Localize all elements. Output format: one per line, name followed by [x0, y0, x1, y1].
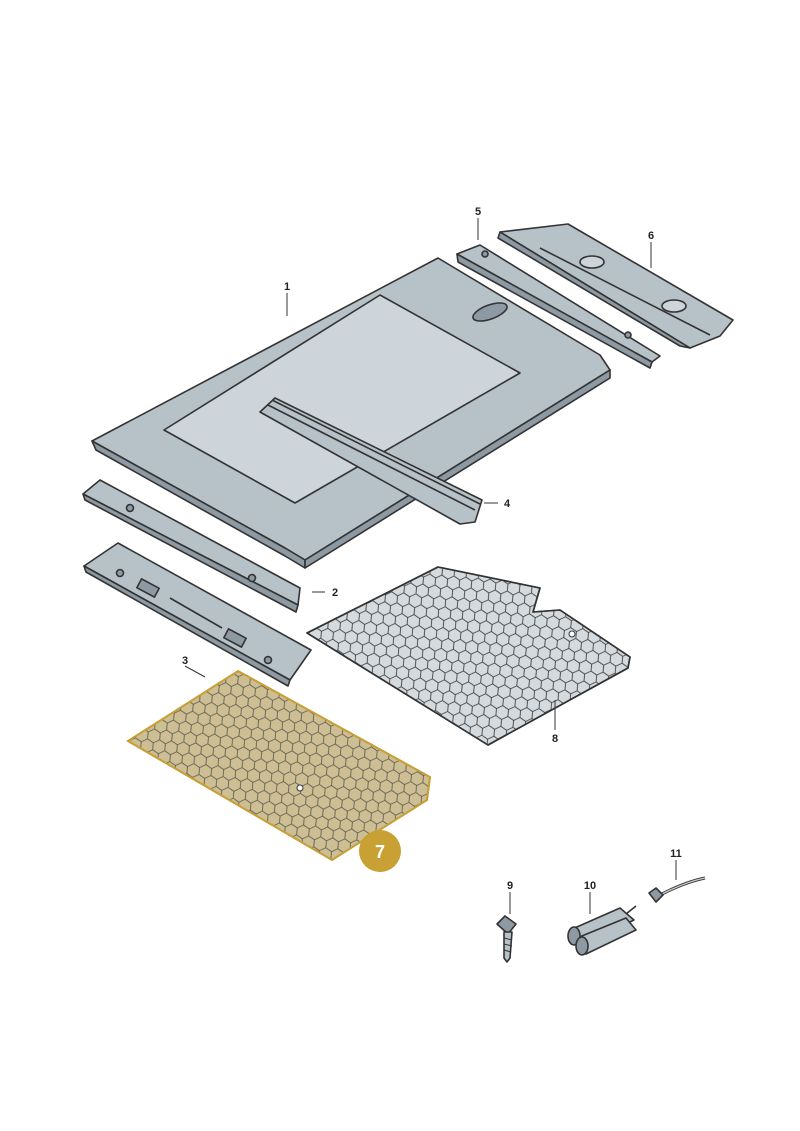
callout-4: 4 [504, 498, 511, 510]
cable [648, 876, 706, 903]
callout-5: 5 [475, 206, 481, 218]
roof-panel [91, 257, 611, 569]
callout-3: 3 [182, 655, 188, 667]
rear-roof-rail [456, 244, 661, 369]
callout-9: 9 [507, 880, 513, 892]
callout-2: 2 [332, 587, 338, 599]
insulation-mat [306, 566, 631, 746]
callout-7: 7 [375, 842, 385, 862]
screw [496, 915, 517, 963]
roof-bow [259, 397, 483, 525]
rear-cross-member [497, 223, 734, 349]
front-cross-member-upper [82, 479, 301, 613]
highlight-callout-7[interactable]: 7 [359, 830, 401, 872]
front-cross-member-lower [83, 542, 312, 687]
callout-11: 11 [670, 848, 682, 860]
callout-10: 10 [584, 880, 596, 892]
callout-8: 8 [552, 733, 558, 745]
callout-labels: 1 2 3 4 5 6 8 9 10 11 [182, 206, 682, 892]
callout-1: 1 [284, 281, 290, 293]
highlight-badge [359, 830, 401, 872]
fitting [567, 905, 637, 956]
callout-6: 6 [648, 230, 654, 242]
